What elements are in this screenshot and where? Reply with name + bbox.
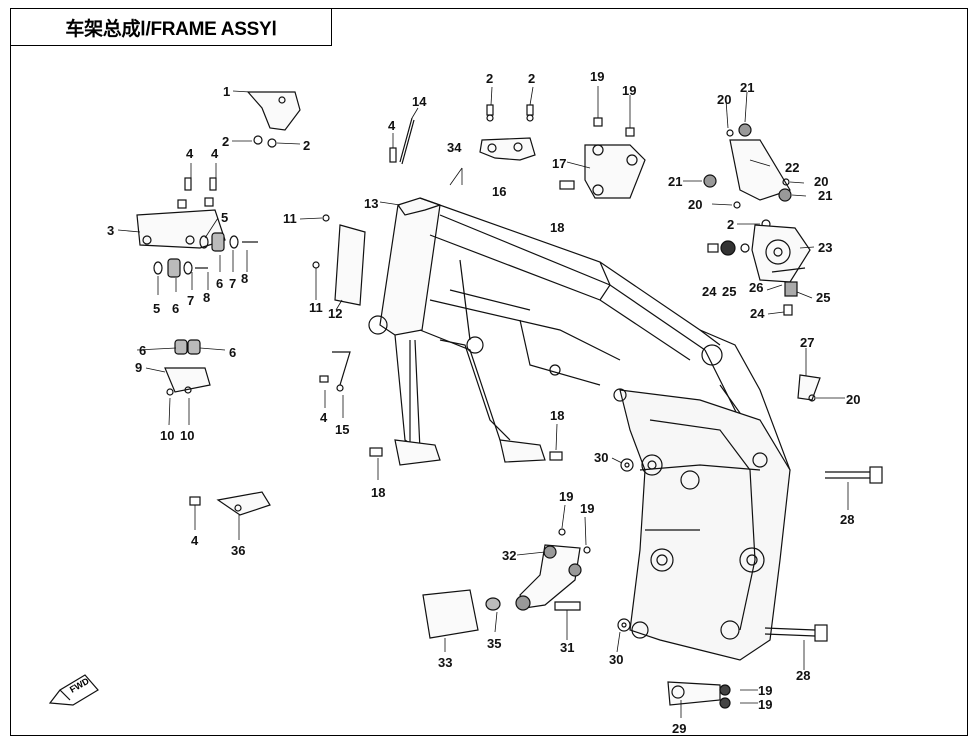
callout-25: 25 — [816, 290, 830, 305]
callout-5: 5 — [221, 210, 228, 225]
callout-3: 3 — [107, 223, 114, 238]
callout-19: 19 — [590, 69, 604, 84]
part-36-bracket — [216, 491, 271, 516]
callout-4: 4 — [388, 118, 396, 133]
callout-numbers: 1 2 2 2 2 2 3 4 4 4 4 4 5 5 6 6 6 6 7 7 … — [107, 69, 860, 736]
callout-2: 2 — [528, 71, 535, 86]
part-3-bracket — [136, 197, 226, 249]
callout-18: 18 — [550, 408, 564, 423]
callout-8: 8 — [241, 271, 248, 286]
callout-28: 28 — [796, 668, 810, 683]
callout-30: 30 — [594, 450, 608, 465]
callout-20: 20 — [846, 392, 860, 407]
callout-2: 2 — [303, 138, 310, 153]
callout-4: 4 — [211, 146, 219, 161]
callout-11: 11 — [309, 300, 323, 315]
callout-22: 22 — [785, 160, 799, 175]
callout-17: 17 — [552, 156, 566, 171]
callout-18: 18 — [550, 220, 564, 235]
callout-29: 29 — [672, 721, 686, 736]
callout-26: 26 — [749, 280, 763, 295]
callout-6: 6 — [216, 276, 223, 291]
callout-21: 21 — [818, 188, 832, 203]
callout-10: 10 — [160, 428, 174, 443]
callout-19: 19 — [758, 697, 772, 712]
callout-16: 16 — [492, 184, 506, 199]
callout-2: 2 — [486, 71, 493, 86]
callout-24: 24 — [702, 284, 717, 299]
drawing-border — [10, 8, 968, 736]
callout-10: 10 — [180, 428, 194, 443]
part-32-bracket — [422, 528, 591, 639]
callout-25: 25 — [722, 284, 736, 299]
callout-19: 19 — [580, 501, 594, 516]
callout-20: 20 — [717, 92, 731, 107]
part-9-bracket — [164, 367, 211, 396]
callout-13: 13 — [364, 196, 378, 211]
callout-28: 28 — [840, 512, 854, 527]
callout-19: 19 — [622, 83, 636, 98]
page-title: 车架总成Ⅰ/FRAME ASSYⅠ — [65, 18, 277, 40]
callout-19: 19 — [758, 683, 772, 698]
callout-35: 35 — [487, 636, 501, 651]
callout-34: 34 — [447, 140, 462, 155]
callout-19: 19 — [559, 489, 573, 504]
callout-21: 21 — [668, 174, 682, 189]
callout-32: 32 — [502, 548, 516, 563]
callout-27: 27 — [800, 335, 814, 350]
callout-8: 8 — [203, 290, 210, 305]
callout-1: 1 — [223, 84, 230, 99]
part-12-plate — [312, 214, 366, 306]
callout-9: 9 — [135, 360, 142, 375]
callout-7: 7 — [229, 276, 236, 291]
callout-18: 18 — [371, 485, 385, 500]
callout-15: 15 — [335, 422, 349, 437]
part-4-bolts — [184, 177, 329, 506]
part-17-bracket — [559, 117, 646, 199]
callout-7: 7 — [187, 293, 194, 308]
part-28-bolts — [764, 466, 883, 642]
callout-12: 12 — [328, 306, 342, 321]
callout-31: 31 — [560, 640, 574, 655]
callout-20: 20 — [814, 174, 828, 189]
part-30-washers — [617, 458, 634, 632]
part-16-clamp — [479, 137, 536, 161]
part-2-bolts — [253, 104, 771, 229]
callout-2: 2 — [727, 217, 734, 232]
title-box: 车架总成Ⅰ/FRAME ASSYⅠ — [10, 8, 332, 46]
part-27-bracket — [797, 374, 821, 402]
callout-2: 2 — [222, 134, 229, 149]
fwd-arrow-icon — [48, 674, 99, 706]
callout-21: 21 — [740, 80, 754, 95]
callout-5: 5 — [153, 301, 160, 316]
callout-11: 11 — [283, 211, 297, 226]
callout-6: 6 — [172, 301, 179, 316]
part-15-bracket — [332, 351, 351, 392]
part-18-bolts — [369, 447, 563, 461]
callout-6: 6 — [229, 345, 236, 360]
part-23-bracket — [707, 224, 811, 316]
callout-6: 6 — [139, 343, 146, 358]
callout-14: 14 — [412, 94, 427, 109]
part-22-bracket — [703, 123, 792, 209]
callout-20: 20 — [688, 197, 702, 212]
callout-4: 4 — [320, 410, 328, 425]
callout-33: 33 — [438, 655, 452, 670]
callout-4: 4 — [186, 146, 194, 161]
part-1-bracket — [246, 91, 301, 131]
rubber-mounts — [153, 232, 258, 355]
leader-lines — [117, 86, 849, 718]
callout-24: 24 — [750, 306, 765, 321]
callout-23: 23 — [818, 240, 832, 255]
part-29-bracket — [667, 681, 731, 709]
callout-30: 30 — [609, 652, 623, 667]
callout-36: 36 — [231, 543, 245, 558]
callout-4: 4 — [191, 533, 199, 548]
main-frame — [368, 197, 791, 661]
